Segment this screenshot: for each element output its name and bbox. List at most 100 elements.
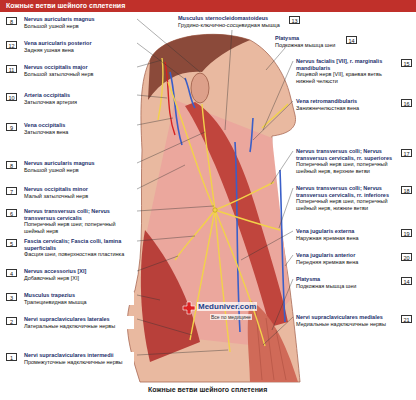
callout-number: 8 — [6, 17, 17, 25]
russian-label: Латеральные надключичные нервы — [24, 323, 134, 330]
russian-label: Задняя ушная вена — [24, 47, 134, 54]
russian-label: Подкожная мышца шеи — [275, 42, 343, 49]
callout-number: 2 — [6, 317, 17, 325]
russian-label: Поперечный нерв шеи; поперечный шейный н… — [24, 221, 134, 234]
label-group: Nervus facialis [VII], r. marginalis man… — [296, 58, 398, 84]
latin-label: Nervus transversus colli; Nervus transve… — [24, 208, 134, 221]
latin-label: Nervus occipitalis minor — [24, 186, 134, 193]
latin-label: Vena jugularis anterior — [296, 252, 398, 259]
label-group: Nervi supraclaviculares medialesМедиальн… — [296, 314, 398, 327]
ear — [191, 73, 209, 103]
russian-label: Поперечный нерв шеи, поперечный шейный н… — [296, 198, 398, 211]
label-group: Nervus transversus colli; Nervus transve… — [24, 208, 134, 234]
latin-label: Nervus transversus colli; Nervus transve… — [296, 148, 398, 161]
russian-label: Поперечный нерв шеи, поперечный шейный н… — [296, 161, 398, 174]
label-group: Nervus accessorius [XI]Добавочный нерв [… — [24, 268, 134, 281]
label-group: Vena retromandibularisЗанижнечелюстная в… — [296, 98, 398, 111]
latin-label: Nervi supraclaviculares intermedii — [24, 352, 134, 359]
latin-label: Vena occipitalis — [24, 122, 134, 129]
russian-label: Промежуточные надключичные нервы — [24, 359, 134, 366]
callout-number: 14 — [401, 277, 412, 285]
russian-label: Фасция шеи, поверхностная пластинка — [24, 251, 134, 258]
callout-number: 5 — [6, 239, 17, 247]
callout-number: 10 — [6, 93, 17, 101]
latin-label: Vena auricularis posterior — [24, 40, 134, 47]
russian-label: Малый затылочный нерв — [24, 193, 134, 200]
label-group: Nervi supraclaviculares intermediiПромеж… — [24, 352, 134, 365]
russian-label: Большой ушной нерв — [24, 23, 134, 30]
medical-cross-icon — [183, 302, 195, 314]
latin-label: Vena jugularis externa — [296, 228, 398, 235]
label-group: Vena jugularis anteriorПередняя яремная … — [296, 252, 398, 265]
latin-label: Musculus trapezius — [24, 292, 134, 299]
callout-number: 6 — [6, 209, 17, 217]
label-group: Arteria occipitalisЗатылочная артерия — [24, 92, 134, 105]
nerves — [158, 58, 288, 352]
russian-label: Медиальные надключичные нервы — [296, 321, 398, 328]
russian-label: Грудино-ключично-сосцевидная мышца — [178, 22, 286, 29]
label-group: Nervus occipitalis minorМалый затылочный… — [24, 186, 134, 199]
latin-label: Nervi supraclaviculares laterales — [24, 316, 134, 323]
russian-label: Наружная яремная вена — [296, 235, 398, 242]
label-group: Vena jugularis externaНаружная яремная в… — [296, 228, 398, 241]
label-group: Nervus transversus colli; Nervus transve… — [296, 148, 398, 174]
callout-number: 7 — [6, 187, 17, 195]
callout-number: 21 — [401, 315, 412, 323]
callout-number: 1 — [6, 353, 17, 361]
latin-label: Platysma — [275, 35, 343, 42]
label-group: Nervi supraclaviculares lateralesЛатерал… — [24, 316, 134, 329]
veins — [170, 72, 285, 332]
latin-label: Nervus occipitalis major — [24, 64, 134, 71]
callout-number: 15 — [401, 59, 412, 67]
russian-label: Большой затылочный нерв — [24, 71, 134, 78]
label-group: Vena auricularis posteriorЗадняя ушная в… — [24, 40, 134, 53]
label-group: PlatysmaПодкожная мышца шеи — [275, 35, 343, 48]
latin-label: Nervi supraclaviculares mediales — [296, 314, 398, 321]
title-bar: Кожные ветви шейного сплетения — [0, 0, 416, 12]
russian-label: Трапециевидная мышца — [24, 299, 134, 306]
label-group: PlatysmaПодкожная мышца шеи — [296, 276, 398, 289]
russian-label: Подкожная мышца шеи — [296, 283, 398, 290]
label-group: Nervus transversus colli; Nervus transve… — [296, 185, 398, 211]
russian-label: Передняя яремная вена — [296, 259, 398, 266]
latin-label: Platysma — [296, 276, 398, 283]
platysma-fibers — [256, 310, 286, 380]
callout-number: 20 — [401, 253, 412, 261]
watermark: Все по медицине — [210, 314, 252, 320]
callout-number: 12 — [6, 41, 17, 49]
latin-label: Vena retromandibularis — [296, 98, 398, 105]
latin-label: Arteria occipitalis — [24, 92, 134, 99]
latin-label: Nervus transversus colli; Nervus transve… — [296, 185, 398, 198]
callout-number: 14 — [346, 36, 357, 44]
latin-label: Nervus facialis [VII], r. marginalis man… — [296, 58, 398, 71]
callout-number: 17 — [401, 149, 412, 157]
label-group: Nervus auricularis magnusБольшой ушной н… — [24, 16, 134, 29]
callout-number: 9 — [6, 123, 17, 131]
caption: Кожные ветви шейного сплетения — [146, 386, 269, 393]
russian-label: Затылочная вена — [24, 129, 134, 136]
latin-label: Nervus accessorius [XI] — [24, 268, 134, 275]
latin-label: Nervus auricularis magnus — [24, 16, 134, 23]
platysma-muscle — [248, 300, 298, 382]
callout-number: 3 — [6, 293, 17, 301]
callout-number: 8 — [6, 161, 17, 169]
label-group: Vena occipitalisЗатылочная вена — [24, 122, 134, 135]
russian-label: Добавочный нерв [XI] — [24, 275, 134, 282]
label-group: Musculus sternocleidomastoideusГрудино-к… — [178, 15, 286, 28]
russian-label: Лицевой нерв [VII], краевая ветвь нижней… — [296, 71, 398, 84]
erb-point — [213, 208, 217, 212]
watermark: Meduniver.com — [197, 302, 257, 311]
callout-number: 19 — [401, 229, 412, 237]
russian-label: Большой ушной нерв — [24, 167, 134, 174]
trapezius-muscle — [141, 230, 200, 362]
label-group: Musculus trapeziusТрапециевидная мышца — [24, 292, 134, 305]
skin — [127, 34, 300, 382]
leader-lines — [137, 19, 293, 355]
russian-label: Занижнечелюстная вена — [296, 105, 398, 112]
latin-label: Nervus auricularis magnus — [24, 160, 134, 167]
label-group: Nervus occipitalis majorБольшой затылочн… — [24, 64, 134, 77]
callout-number: 11 — [6, 65, 17, 73]
callout-number: 13 — [289, 16, 300, 24]
callout-number: 18 — [401, 186, 412, 194]
